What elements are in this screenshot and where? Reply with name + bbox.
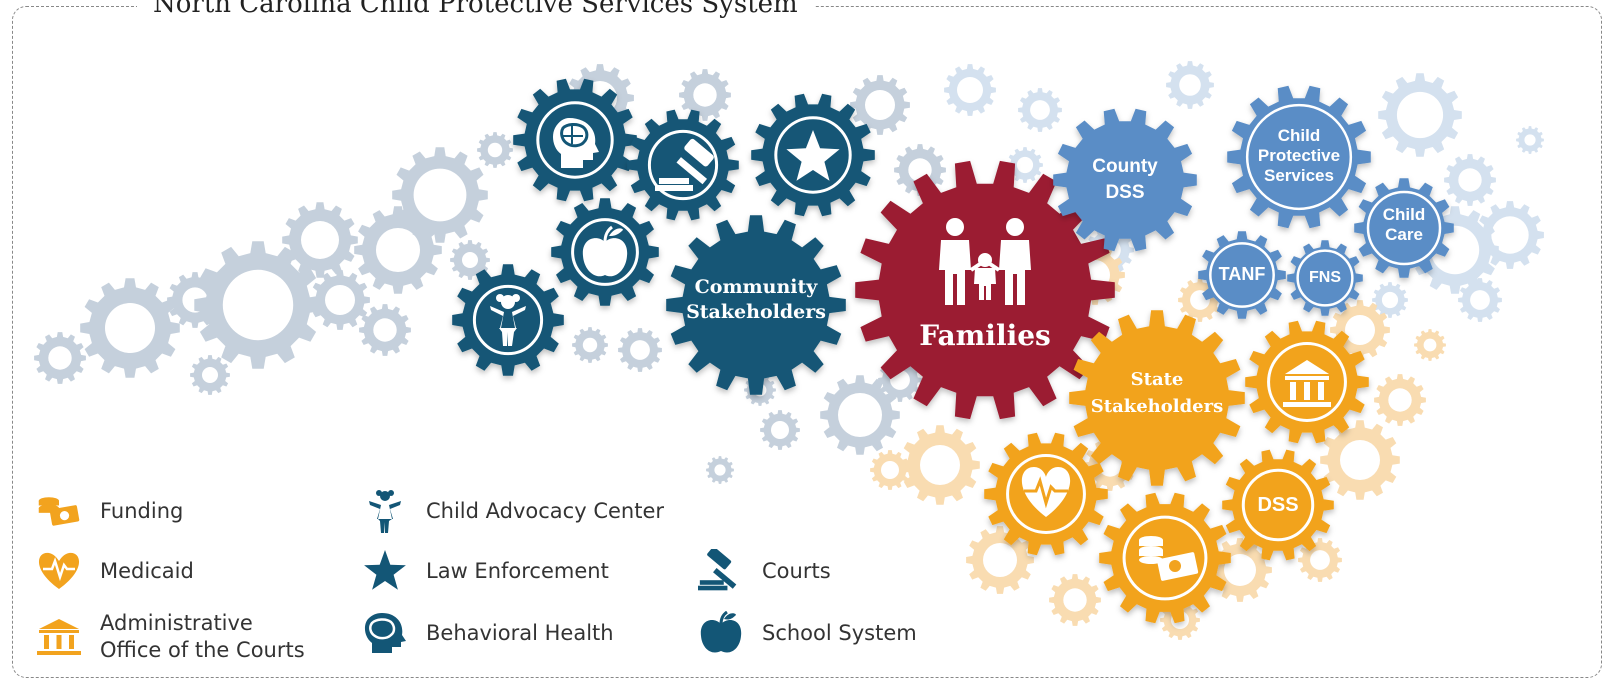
background-gear (80, 278, 180, 378)
background-gear (190, 355, 230, 395)
background-gear (760, 410, 800, 450)
background-gear (850, 75, 910, 135)
fns-label: FNS (1309, 269, 1341, 286)
families-gear (855, 160, 1115, 420)
star-badge-icon (362, 548, 408, 594)
county-label-2: DSS (1105, 182, 1144, 203)
legend-label-cac: Child Advocacy Center (426, 498, 664, 523)
background-gear (572, 327, 608, 363)
community-stakeholders-gear (666, 215, 846, 395)
legend-item-aoc: Administrative Office of the Courts (36, 610, 305, 664)
cps-label-1: Child (1278, 126, 1321, 145)
gear-icons (490, 118, 1331, 581)
child-icon (362, 488, 408, 534)
background-gear (900, 425, 980, 505)
background-gear (1166, 61, 1214, 109)
background-gear (944, 64, 996, 116)
background-gear (1378, 73, 1462, 157)
child-care-label-1: Child (1383, 205, 1426, 224)
background-gear (820, 375, 900, 455)
legend-label-behavioral: Behavioral Health (426, 620, 614, 645)
gavel-icon (698, 548, 744, 594)
background-gear (618, 328, 662, 372)
background-gear (1374, 374, 1426, 426)
cps-label-3: Services (1264, 166, 1334, 185)
legend-item-school: School System (698, 610, 917, 656)
background-gear (282, 202, 358, 278)
state-stakeholders-gear (1069, 310, 1245, 486)
families-label: Families (919, 319, 1051, 352)
legend-item-medicaid: Medicaid (36, 548, 194, 594)
child-care-gear (1354, 178, 1454, 278)
community-label-1: Community (695, 276, 819, 298)
legend-label-medicaid: Medicaid (100, 558, 194, 583)
heart-pulse-icon (36, 548, 82, 594)
child-advocacy-gear (452, 264, 564, 376)
legend-item-law: Law Enforcement (362, 548, 609, 594)
legend-item-courts: Courts (698, 548, 831, 594)
legend-label-aoc-1: Administrative (100, 611, 253, 635)
legend-item-funding: Funding (36, 488, 183, 534)
tanf-gear (1198, 231, 1286, 319)
child-icon (490, 294, 526, 346)
legend-label-aoc-2: Office of the Courts (100, 638, 305, 662)
background-gear (870, 450, 910, 490)
background-gear (1018, 88, 1062, 132)
background-gear (1049, 574, 1101, 626)
background-gear (1414, 329, 1446, 361)
child-care-label-2: Care (1385, 225, 1423, 244)
background-gear (359, 304, 411, 356)
heart-pulse-icon (1021, 467, 1071, 517)
gear-labels: Community Stakeholders Families County D… (686, 126, 1425, 516)
gavel-icon (655, 138, 714, 191)
background-gear (1007, 147, 1043, 183)
fns-gear (1287, 240, 1363, 316)
state-label-1: State (1131, 369, 1184, 390)
background-gear (1330, 300, 1390, 360)
community-label-2: Stakeholders (686, 301, 826, 323)
background-gear (1372, 282, 1408, 318)
cps-gear (1227, 85, 1371, 229)
state-label-2: Stakeholders (1091, 396, 1224, 417)
apple-icon (582, 225, 628, 277)
county-label-1: County (1092, 156, 1158, 177)
background-gear (1516, 126, 1544, 154)
brain-head-icon (553, 118, 599, 168)
background-gear (34, 332, 86, 384)
county-dss-gear (1053, 108, 1197, 252)
cps-label-2: Protective (1258, 146, 1340, 165)
state-dss-label: DSS (1257, 494, 1298, 516)
legend-label-funding: Funding (100, 498, 184, 523)
background-gear (310, 270, 370, 330)
money-icon (1139, 536, 1199, 581)
dss-gear (1222, 449, 1334, 561)
legend-label-courts: Courts (762, 558, 831, 583)
background-gear (1320, 420, 1400, 500)
page-title: North Carolina Child Protective Services… (137, 0, 814, 17)
legend-item-behavioral: Behavioral Health (362, 610, 614, 656)
legend-label-school: School System (762, 620, 917, 645)
diagram-frame: North Carolina Child Protective Services… (12, 0, 1602, 678)
legend-item-cac: Child Advocacy Center (362, 488, 664, 534)
background-gear (477, 132, 513, 168)
background-gear (450, 240, 490, 280)
family-icon (939, 218, 1031, 305)
background-gear (1458, 278, 1502, 322)
money-icon (36, 488, 82, 534)
background-gears (34, 61, 1544, 640)
background-gear (1444, 154, 1496, 206)
star-badge-icon (786, 130, 840, 181)
apple-icon (698, 610, 744, 656)
legend-label-law: Law Enforcement (426, 558, 609, 583)
tanf-label: TANF (1219, 264, 1266, 284)
courthouse-icon (1283, 360, 1331, 407)
background-gear (679, 69, 731, 121)
brain-head-icon (362, 610, 408, 656)
background-gear (966, 526, 1034, 594)
background-gear (706, 456, 734, 484)
courthouse-icon (36, 614, 82, 660)
background-gear (392, 147, 488, 243)
background-gear (194, 241, 322, 369)
